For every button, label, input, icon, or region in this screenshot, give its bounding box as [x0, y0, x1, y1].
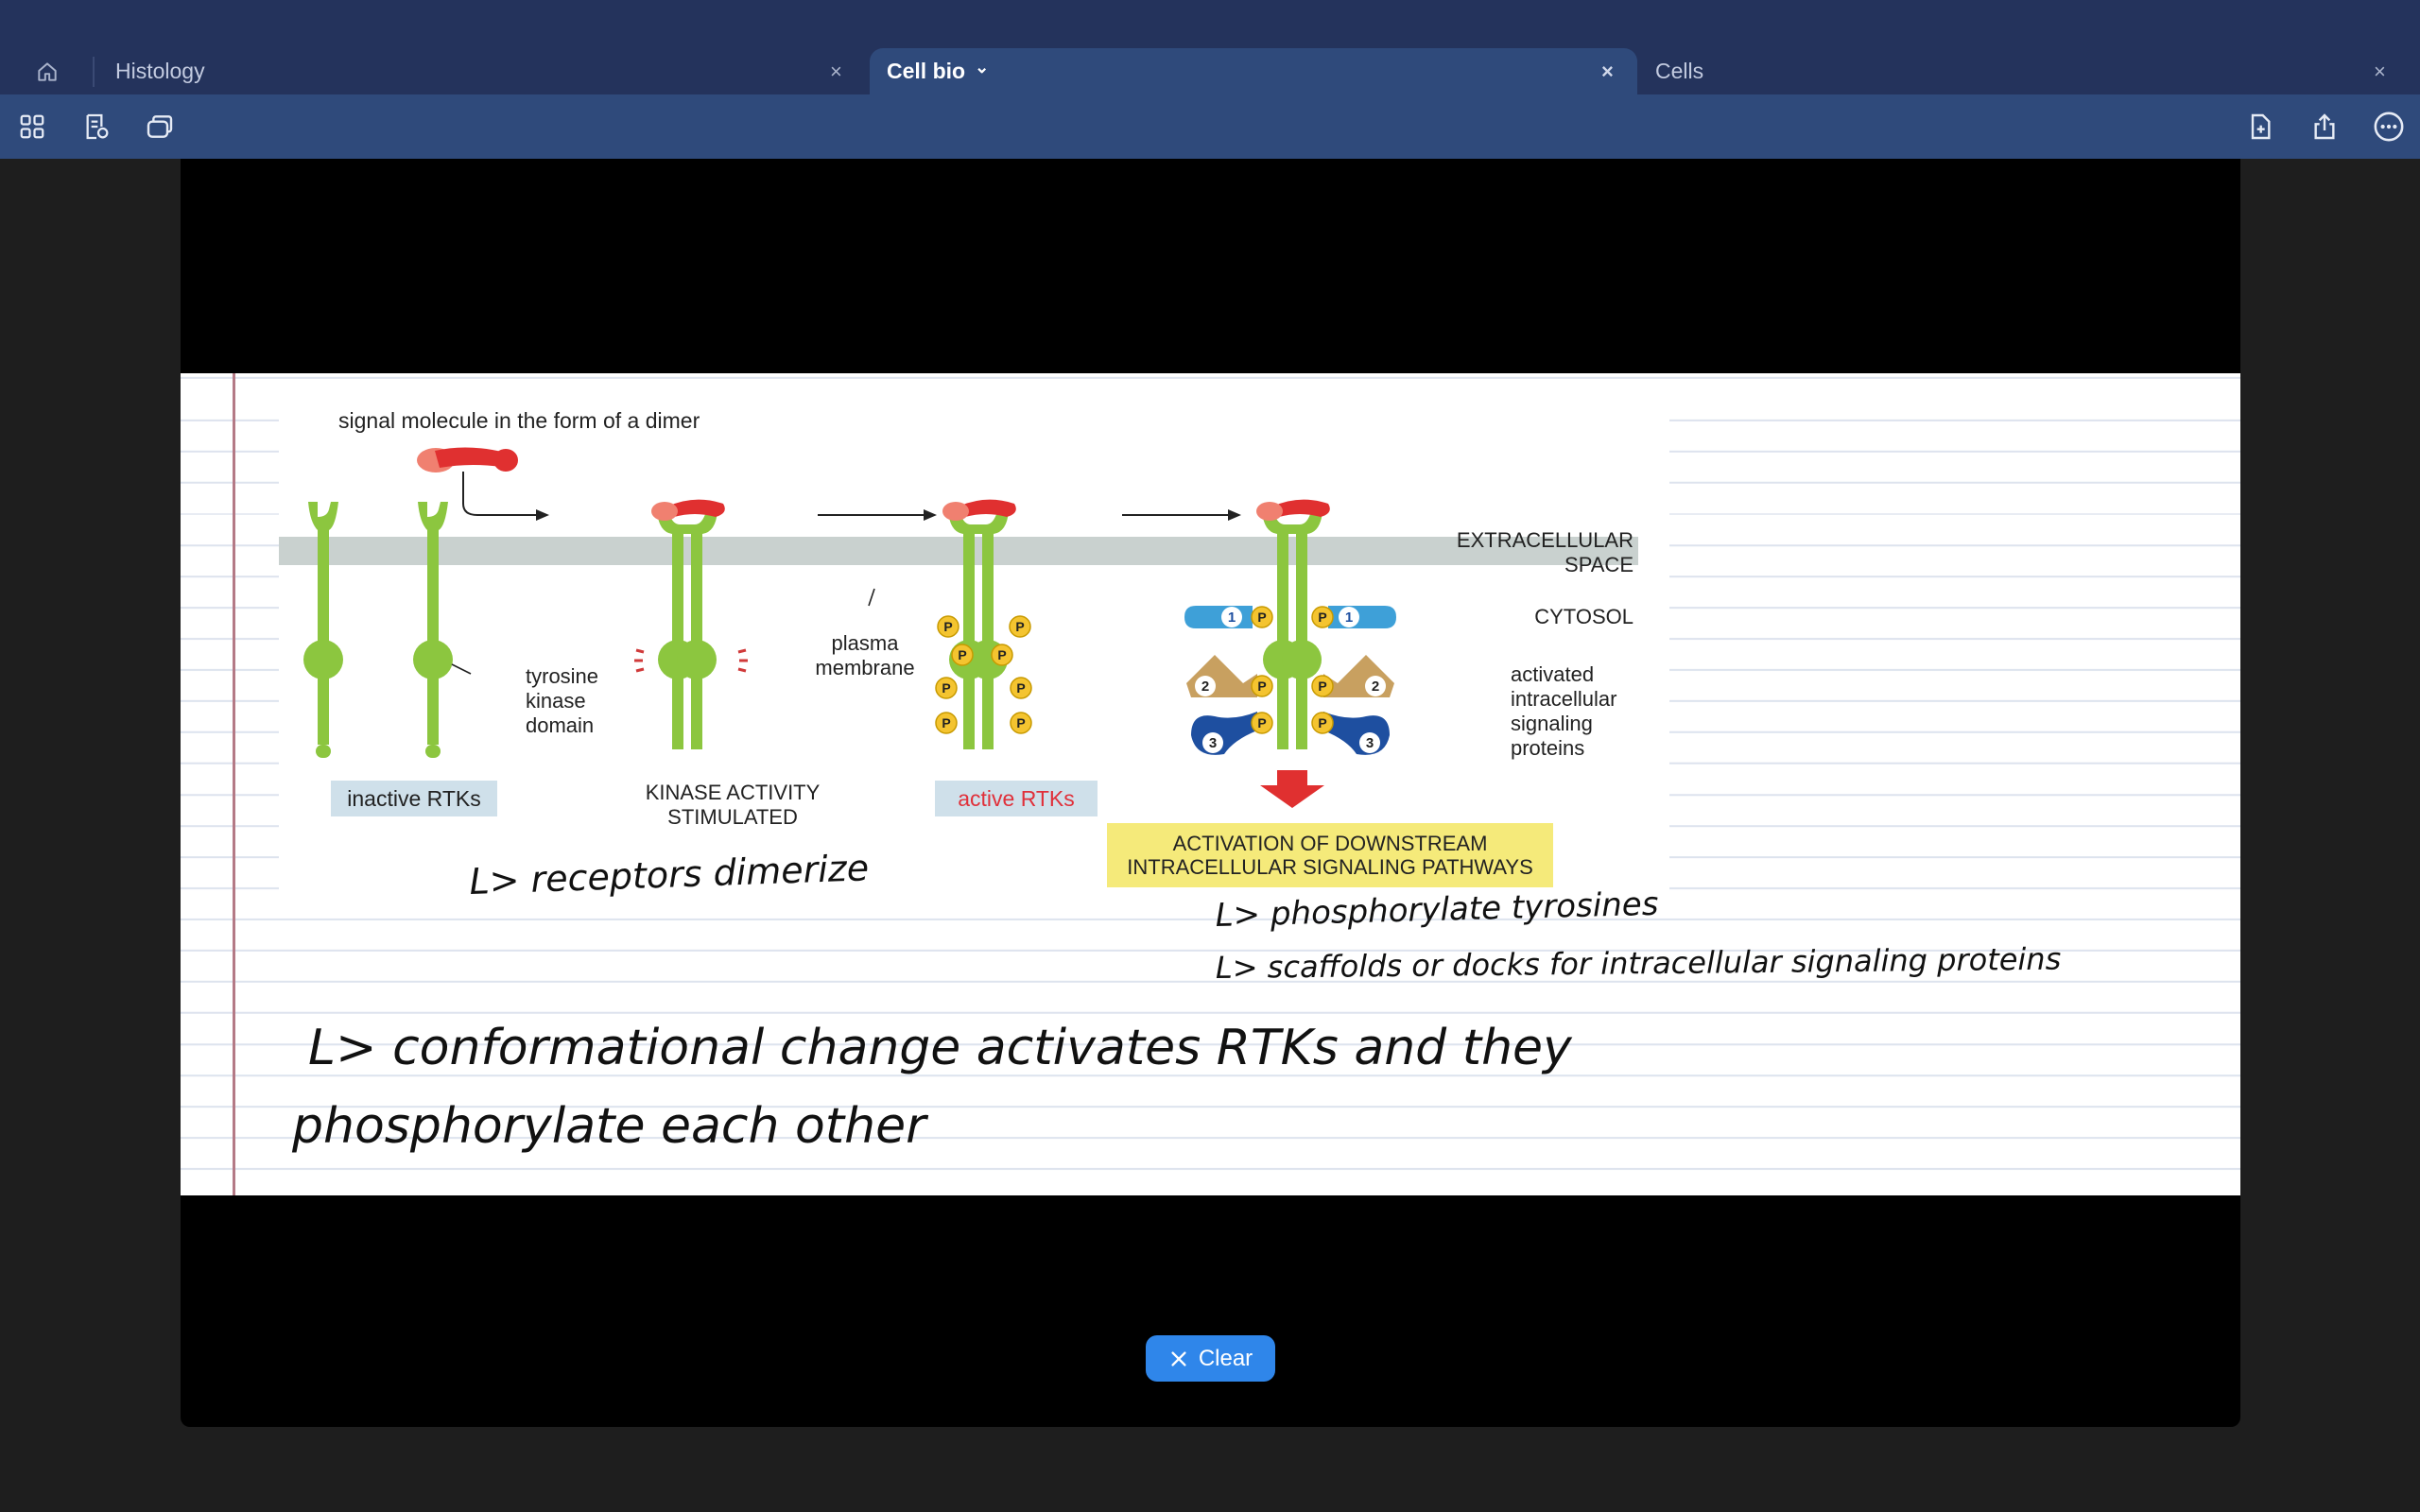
note-page[interactable]: signal molecule in the form of a dimer: [181, 373, 2240, 1195]
svg-text:P: P: [1318, 610, 1326, 625]
kinase-label: KINASE ACTIVITY: [646, 781, 821, 804]
windows-icon[interactable]: [139, 106, 181, 147]
svg-text:1: 1: [1228, 610, 1236, 626]
note-line: L> conformational change activates RTKs …: [308, 1020, 1573, 1076]
svg-text:2: 2: [1201, 679, 1209, 695]
close-tab-icon[interactable]: ×: [830, 60, 842, 83]
svg-text:P: P: [1318, 679, 1326, 694]
svg-text:P: P: [943, 619, 952, 634]
tab-label: Cells: [1655, 59, 1704, 83]
activation-box-label: ACTIVATION OF DOWNSTREAM: [1173, 832, 1488, 855]
more-icon[interactable]: [2368, 106, 2410, 147]
plasma-label: membrane: [815, 656, 914, 679]
inactive-rtks-box: [331, 781, 497, 816]
signal-label: signal molecule in the form of a dimer: [338, 408, 700, 433]
tab-separator: [93, 57, 95, 87]
svg-text:1: 1: [1345, 610, 1353, 626]
active-rtks-box: [935, 781, 1098, 816]
rtk-diagram: signal molecule in the form of a dimer: [279, 381, 1669, 891]
close-tab-icon[interactable]: ×: [1601, 60, 1614, 83]
signal-dimer: [417, 447, 518, 472]
share-icon[interactable]: [2304, 106, 2345, 147]
margin-line: [233, 373, 235, 1195]
clear-button[interactable]: Clear: [1146, 1335, 1275, 1382]
activated-label: activated: [1511, 662, 1594, 686]
tyrosine-label: tyrosine: [526, 664, 598, 688]
svg-text:P: P: [1257, 715, 1266, 730]
svg-text:P: P: [1257, 610, 1266, 625]
svg-text:3: 3: [1366, 735, 1374, 751]
tab-label: Cell bio: [887, 59, 966, 83]
svg-text:P: P: [1016, 680, 1025, 696]
svg-text:P: P: [1318, 715, 1326, 730]
svg-text:P: P: [1015, 619, 1024, 634]
note-line: L> scaffolds or docks for intracellular …: [1216, 941, 2062, 986]
home-icon: [38, 61, 57, 81]
signaling-complex-rtk: [1262, 511, 1322, 749]
plasma-membrane: [279, 537, 1638, 565]
svg-text:P: P: [958, 647, 966, 662]
tab-cells[interactable]: Cells ×: [1638, 48, 2420, 94]
inactive-rtk: [303, 502, 343, 758]
active-rtks-label: active RTKs: [958, 786, 1075, 811]
toolbar: [0, 94, 2420, 159]
cytosol-label: CYTOSOL: [1534, 605, 1634, 628]
svg-text:P: P: [1257, 679, 1266, 694]
home-tab[interactable]: [0, 48, 95, 94]
chevron-down-icon[interactable]: ⌄: [975, 58, 990, 77]
activated-label: signaling: [1511, 712, 1593, 735]
down-arrow: [1260, 770, 1324, 808]
svg-text:2: 2: [1372, 679, 1379, 695]
inactive-rtk: [413, 502, 453, 758]
note-line: L> phosphorylate tyrosines: [1215, 885, 1659, 935]
activation-box-label: INTRACELLULAR SIGNALING PATHWAYS: [1127, 855, 1533, 879]
close-tab-icon[interactable]: ×: [2374, 60, 2386, 83]
note-line: phosphorylate each other: [291, 1098, 929, 1155]
note-settings-icon[interactable]: [76, 106, 117, 147]
tab-bar: Histology × Cell bio ⌄ × Cells ×: [0, 0, 2420, 94]
clear-label: Clear: [1198, 1345, 1253, 1371]
extracellular-label: EXTRACELLULAR: [1457, 528, 1634, 552]
new-page-icon[interactable]: [2239, 106, 2281, 147]
activation-rays: [634, 648, 748, 673]
svg-text:P: P: [1016, 715, 1025, 730]
activation-box: [1107, 823, 1553, 887]
grid-icon[interactable]: [11, 106, 53, 147]
plasma-label: plasma: [832, 631, 900, 655]
tyrosine-label: kinase: [526, 689, 586, 713]
activated-label: intracellular: [1511, 687, 1617, 711]
svg-text:P: P: [942, 715, 950, 730]
handwritten-notes: L> receptors dimerize L> phosphorylate t…: [291, 847, 2062, 1155]
tab-label: Histology: [115, 59, 205, 83]
kinase-label: STIMULATED: [667, 805, 798, 829]
svg-text:3: 3: [1209, 735, 1217, 751]
tab-histology[interactable]: Histology ×: [95, 48, 870, 94]
inactive-rtks-label: inactive RTKs: [347, 786, 480, 811]
close-icon: [1171, 1350, 1186, 1366]
extracellular-label: SPACE: [1564, 553, 1634, 576]
activated-label: proteins: [1511, 736, 1584, 760]
svg-text:P: P: [997, 647, 1006, 662]
dimerized-rtk: [657, 511, 717, 749]
tyrosine-label: domain: [526, 713, 594, 737]
note-line: L> receptors dimerize: [469, 847, 870, 902]
svg-text:P: P: [942, 680, 950, 696]
tab-cell-bio[interactable]: Cell bio ⌄ ×: [870, 48, 1637, 94]
